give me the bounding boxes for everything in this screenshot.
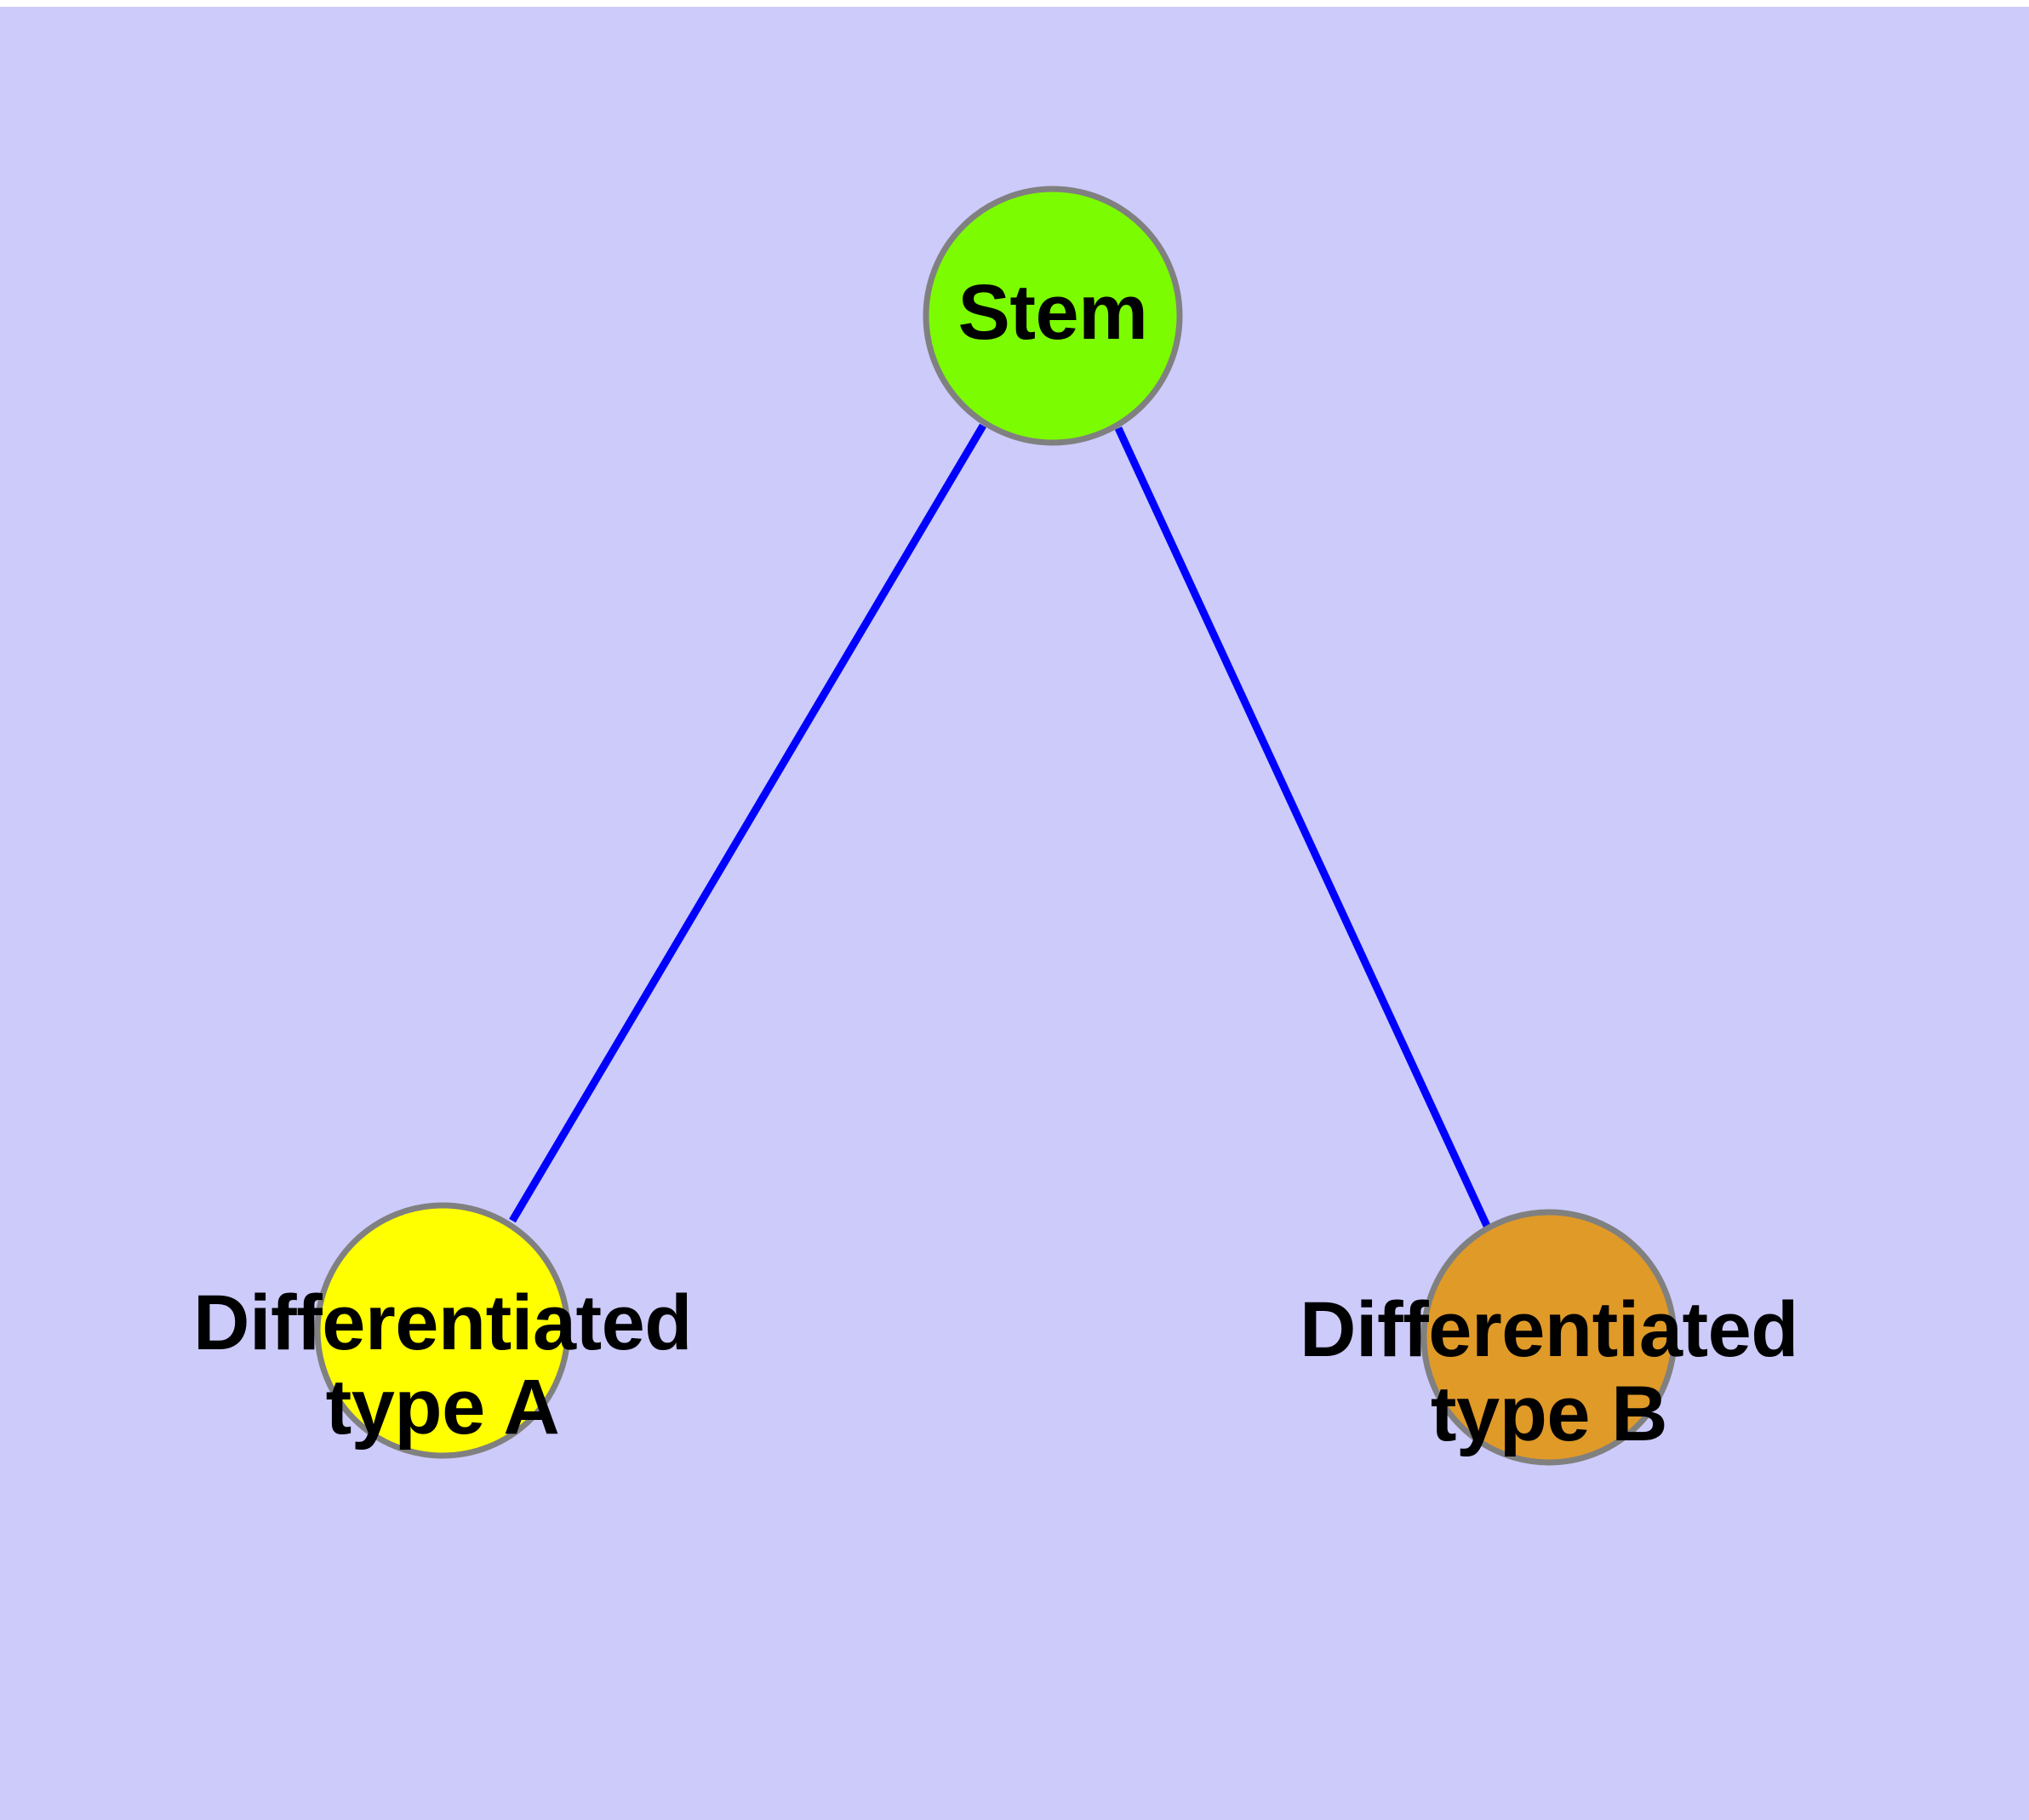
edge-stem-to-differentiated-type-a [509, 423, 986, 1223]
edge-stem-to-differentiated-type-b [1114, 426, 1491, 1228]
node-differentiated-type-a-circle[interactable] [314, 1202, 571, 1459]
node-differentiated-type-b-circle[interactable] [1420, 1209, 1677, 1466]
node-stem-circle[interactable] [923, 186, 1183, 446]
